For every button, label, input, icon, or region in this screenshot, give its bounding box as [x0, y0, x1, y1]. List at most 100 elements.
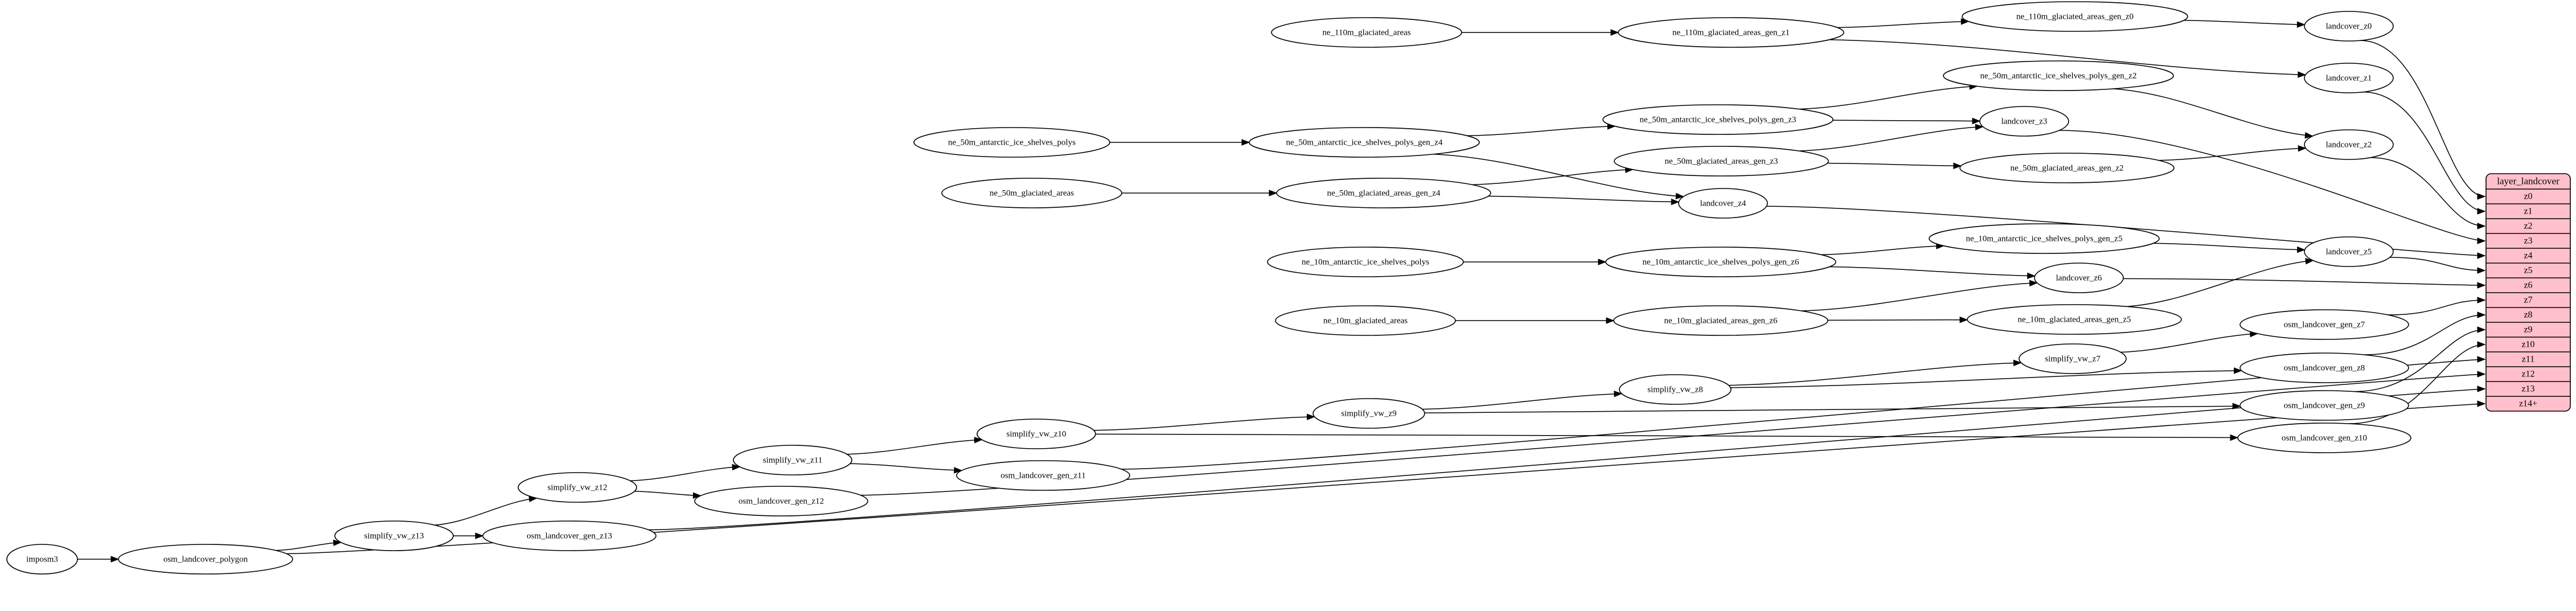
edge-line [2360, 40, 2485, 197]
graph-node-ne_50m_antarctic_ice_shelves_polys_gen_z3[interactable]: ne_50m_antarctic_ice_shelves_polys_gen_z… [1602, 104, 1833, 135]
record-row-z1[interactable]: z1 [2524, 207, 2532, 216]
node-label: ne_110m_glaciated_areas_gen_z1 [1672, 28, 1790, 37]
edge-line [1467, 125, 1615, 137]
record-row-z9[interactable]: z9 [2524, 325, 2532, 335]
graph-edge-simplify_vw_z8--to--osm_landcover_gen_z8 [1730, 367, 2242, 388]
graph-node-imposm3[interactable]: imposm3 [6, 544, 78, 575]
node-shape [2239, 352, 2409, 383]
graph-node-ne_110m_glaciated_areas_gen_z0[interactable]: ne_110m_glaciated_areas_gen_z0 [1962, 1, 2188, 32]
edge-line [648, 388, 2485, 531]
node-label: simplify_vw_z12 [548, 483, 608, 492]
graph-node-ne_50m_antarctic_ice_shelves_polys_gen_z2[interactable]: ne_50m_antarctic_ice_shelves_polys_gen_z… [1943, 60, 2174, 91]
graph-edge-osm_landcover_gen_z7--to--record-z7 [2388, 297, 2486, 315]
edge-line [434, 498, 537, 526]
graph-node-ne_50m_antarctic_ice_shelves_polys[interactable]: ne_50m_antarctic_ice_shelves_polys [913, 127, 1110, 158]
record-row-z6[interactable]: z6 [2524, 281, 2532, 290]
graph-node-simplify_vw_z13[interactable]: simplify_vw_z13 [334, 520, 454, 551]
graph-node-landcover_z1[interactable]: landcover_z1 [2304, 63, 2394, 93]
graph-edge-ne_10m_antarctic_ice_shelves_polys_gen_z6--to--landcover_z6 [1829, 266, 2036, 280]
graph-edge-ne_10m_glaciated_areas_gen_z5--to--landcover_z5 [2126, 258, 2314, 307]
graph-node-osm_landcover_gen_z8[interactable]: osm_landcover_gen_z8 [2239, 352, 2409, 383]
graph-node-ne_10m_antarctic_ice_shelves_polys_gen_z5[interactable]: ne_10m_antarctic_ice_shelves_polys_gen_z… [1929, 223, 2160, 254]
graph-node-ne_50m_glaciated_areas_gen_z4[interactable]: ne_50m_glaciated_areas_gen_z4 [1276, 178, 1491, 208]
node-label: ne_110m_glaciated_areas [1322, 28, 1410, 37]
graph-node-osm_landcover_gen_z12[interactable]: osm_landcover_gen_z12 [694, 486, 868, 516]
record-row-z4[interactable]: z4 [2524, 251, 2532, 261]
node-label: ne_50m_glaciated_areas_gen_z4 [1327, 188, 1441, 198]
node-label: ne_50m_glaciated_areas_gen_z3 [1664, 157, 1778, 166]
record-row-z10[interactable]: z10 [2521, 340, 2534, 350]
node-shape [334, 520, 454, 551]
graph-node-simplify_vw_z8[interactable]: simplify_vw_z8 [1619, 374, 1732, 405]
graph-edge-simplify_vw_z12--to--osm_landcover_gen_z12 [634, 490, 702, 499]
edge-line [1827, 319, 1968, 321]
graph-node-ne_110m_glaciated_areas[interactable]: ne_110m_glaciated_areas [1271, 17, 1462, 48]
graph-node-simplify_vw_z7[interactable]: simplify_vw_z7 [2019, 343, 2127, 374]
node-label: simplify_vw_z10 [1007, 429, 1067, 438]
graph-node-ne_50m_glaciated_areas_gen_z3[interactable]: ne_50m_glaciated_areas_gen_z3 [1614, 146, 1829, 177]
graph-node-osm_landcover_gen_z11[interactable]: osm_landcover_gen_z11 [956, 460, 1130, 491]
edge-line [1433, 153, 1684, 197]
node-shape [1613, 305, 1828, 336]
edge-line [1095, 433, 2238, 438]
graph-node-simplify_vw_z12[interactable]: simplify_vw_z12 [518, 472, 637, 503]
graph-node-osm_landcover_gen_z7[interactable]: osm_landcover_gen_z7 [2239, 309, 2409, 340]
record-row-z7[interactable]: z7 [2524, 296, 2532, 305]
graph-edge-landcover_z0--to--record-z0 [2360, 40, 2486, 200]
edge-arrowhead [692, 492, 702, 499]
graph-edge-landcover_z4--to--record-z4 [1766, 206, 2486, 259]
node-shape [1678, 188, 1768, 219]
record-table[interactable]: layer_landcover z0 z1 z2 z3 z4 z5 z6 z7 z8 z9 z10 z1… [2485, 173, 2571, 412]
graph-node-ne_10m_antarctic_ice_shelves_polys[interactable]: ne_10m_antarctic_ice_shelves_polys [1267, 247, 1464, 277]
graph-node-ne_110m_glaciated_areas_gen_z1[interactable]: ne_110m_glaciated_areas_gen_z1 [1618, 17, 1844, 48]
graph-node-simplify_vw_z11[interactable]: simplify_vw_z11 [733, 445, 852, 475]
graph-node-osm_landcover_gen_z9[interactable]: osm_landcover_gen_z9 [2239, 390, 2409, 421]
record-row-z14plus[interactable]: z14+ [2519, 399, 2537, 409]
graph-node-ne_10m_glaciated_areas[interactable]: ne_10m_glaciated_areas [1275, 305, 1456, 336]
record-row-z0[interactable]: z0 [2524, 192, 2532, 202]
record-row-z11[interactable]: z11 [2522, 355, 2535, 364]
graph-node-simplify_vw_z9[interactable]: simplify_vw_z9 [1312, 398, 1425, 429]
graph-node-osm_landcover_gen_z10[interactable]: osm_landcover_gen_z10 [2237, 423, 2411, 453]
record-row-z3[interactable]: z3 [2524, 236, 2532, 246]
graph-node-simplify_vw_z10[interactable]: simplify_vw_z10 [977, 419, 1096, 449]
record-row-z12[interactable]: z12 [2521, 370, 2534, 379]
node-label: ne_10m_glaciated_areas_gen_z6 [1664, 316, 1778, 325]
graph-node-ne_50m_glaciated_areas_gen_z2[interactable]: ne_50m_glaciated_areas_gen_z2 [1959, 153, 2175, 183]
graph-node-ne_10m_glaciated_areas_gen_z5[interactable]: ne_10m_glaciated_areas_gen_z5 [1967, 304, 2182, 335]
edge-line [2113, 88, 2313, 137]
record-row-z5[interactable]: z5 [2524, 266, 2532, 276]
node-shape [2239, 390, 2409, 421]
node-shape [913, 127, 1110, 158]
edge-arrowhead [1610, 29, 1619, 36]
graph-node-landcover_z5[interactable]: landcover_z5 [2304, 236, 2394, 267]
graph-node-landcover_z4[interactable]: landcover_z4 [1678, 188, 1768, 219]
edge-arrowhead [2304, 132, 2314, 139]
graph-node-osm_landcover_gen_z13[interactable]: osm_landcover_gen_z13 [482, 520, 657, 551]
edge-arrowhead [2298, 145, 2307, 152]
graph-node-landcover_z0[interactable]: landcover_z0 [2304, 11, 2394, 42]
graph-node-landcover_z6[interactable]: landcover_z6 [2034, 263, 2124, 293]
record-row-z2[interactable]: z2 [2524, 222, 2532, 231]
graph-node-landcover_z2[interactable]: landcover_z2 [2304, 129, 2394, 160]
edge-arrowhead [2477, 311, 2486, 318]
record-table-header: layer_landcover [2497, 175, 2559, 186]
graph-node-ne_10m_glaciated_areas_gen_z6[interactable]: ne_10m_glaciated_areas_gen_z6 [1613, 305, 1828, 336]
record-row-z8[interactable]: z8 [2524, 310, 2532, 320]
node-label: simplify_vw_z9 [1341, 409, 1397, 418]
graph-node-ne_50m_antarctic_ice_shelves_polys_gen_z4[interactable]: ne_50m_antarctic_ice_shelves_polys_gen_z… [1249, 127, 1480, 158]
edge-arrowhead [2477, 208, 2486, 215]
edge-line [1827, 162, 1961, 167]
node-shape [2019, 343, 2127, 374]
graph-edge-ne_50m_antarctic_ice_shelves_polys_gen_z3--to--landcover_z3 [1832, 117, 1981, 125]
graph-edge-ne_50m_antarctic_ice_shelves_polys_gen_z2--to--landcover_z2 [2113, 88, 2314, 139]
graph-node-osm_landcover_polygon[interactable]: osm_landcover_polygon [118, 544, 293, 575]
record-row-z13[interactable]: z13 [2521, 384, 2534, 394]
edges-layer [77, 18, 2486, 563]
graph-edge-ne_50m_antarctic_ice_shelves_polys_gen_z3--to--ne_50m_antarctic_ice_shelves_polys_gen_z2 [1799, 83, 1978, 110]
node-shape [977, 419, 1096, 449]
graph-node-landcover_z3[interactable]: landcover_z3 [1979, 106, 2069, 137]
graph-node-ne_10m_antarctic_ice_shelves_polys_gen_z6[interactable]: ne_10m_antarctic_ice_shelves_polys_gen_z… [1605, 247, 1836, 277]
edge-arrowhead [2477, 371, 2486, 378]
graph-node-ne_50m_glaciated_areas[interactable]: ne_50m_glaciated_areas [941, 178, 1122, 208]
